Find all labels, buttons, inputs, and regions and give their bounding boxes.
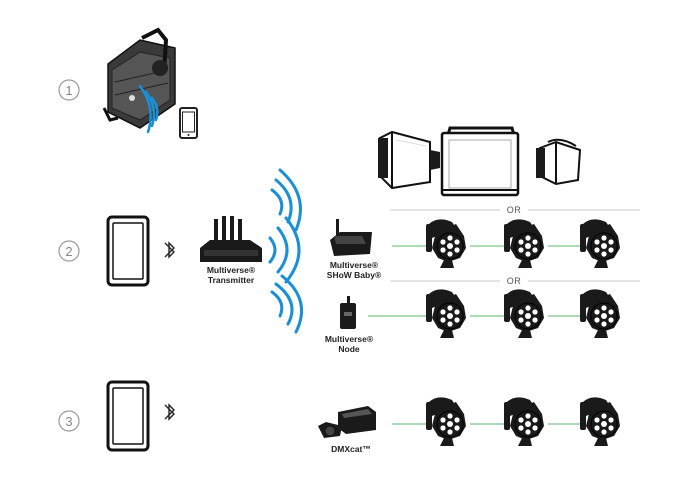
panel-fixture-small-left	[378, 130, 440, 190]
par-fixture-row2-3	[579, 288, 621, 339]
multiverse-transmitter	[200, 216, 262, 262]
step-1-marker: 1	[58, 79, 80, 101]
show-baby-label-line1: Multiverse®	[330, 260, 379, 270]
par-fixture-row3-1	[425, 396, 467, 447]
transmitter-wireless-waves	[268, 168, 304, 334]
step-2-marker: 2	[58, 240, 80, 262]
dmxcat-device	[318, 406, 376, 438]
dmx-links	[368, 245, 584, 425]
par-fixture-row1-3	[579, 218, 621, 269]
multiverse-show-baby	[330, 219, 372, 256]
tablet-icon	[106, 215, 150, 287]
step-1-panel-fixture	[102, 27, 176, 129]
par-fixture-row3-3	[579, 396, 621, 447]
node-label-line1: Multiverse®	[325, 334, 374, 344]
par-fixture-row1-2	[503, 218, 545, 269]
smartphone-icon	[179, 107, 198, 139]
transmitter-label-line1: Multiverse®	[207, 265, 256, 275]
par-fixture-row3-2	[503, 396, 545, 447]
panel-fixture-large-center	[440, 126, 520, 197]
tablet-icon-step-3	[106, 380, 150, 452]
or-separator-1: OR	[507, 205, 522, 215]
dmxcat-label: DMXcat™	[331, 444, 371, 454]
show-baby-label-line2: SHoW Baby®	[327, 270, 382, 280]
panel-fixture-small-right	[536, 138, 582, 186]
node-label-line2: Node	[338, 344, 360, 354]
transmitter-label-line2: Transmitter	[208, 275, 255, 285]
step-3-number: 3	[65, 414, 72, 429]
step-3-marker: 3	[58, 410, 80, 432]
step-1-number: 1	[65, 83, 72, 98]
par-fixture-row1-1	[425, 218, 467, 269]
step-1-wireless-waves	[138, 84, 159, 134]
step-2-number: 2	[65, 244, 72, 259]
multiverse-node	[340, 296, 356, 329]
par-fixture-row2-2	[503, 288, 545, 339]
bluetooth-icon	[164, 242, 175, 258]
bluetooth-icon-step-3	[164, 404, 175, 420]
par-fixture-row2-1	[425, 288, 467, 339]
or-separator-2: OR	[507, 276, 522, 286]
